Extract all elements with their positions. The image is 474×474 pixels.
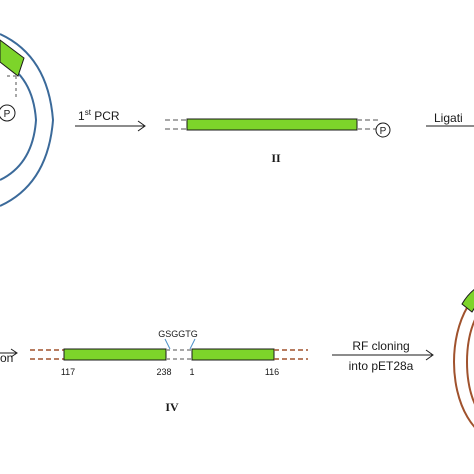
residue-117: 117 <box>61 367 75 377</box>
step-rf-cloning: RF cloning into pET28a <box>332 339 434 373</box>
plasmid-final <box>453 289 474 428</box>
step-1-suffix: PCR <box>91 109 120 123</box>
plasmid-i-outer-arc <box>0 33 55 207</box>
left-partial-label: on <box>0 351 13 365</box>
plasmid-final-inner <box>466 319 474 405</box>
product-iv-insert-right <box>191 348 275 361</box>
product-iv: GSGGTG 117 238 1 116 IV <box>30 329 308 414</box>
step-1-arrow-head <box>137 120 146 132</box>
ligation-label: Ligati <box>434 111 463 125</box>
rf-line-2: into pET28a <box>349 359 414 373</box>
step-left-partial: on <box>0 348 18 365</box>
product-ii-insert <box>186 118 358 131</box>
step-1-pcr: 1st PCR <box>75 108 146 132</box>
step-ligation: Ligati <box>426 111 474 127</box>
step-1-number: 1 <box>78 109 85 123</box>
phosphate-label-right: P <box>380 126 387 137</box>
product-ii: P II <box>165 118 391 165</box>
residue-238: 238 <box>156 367 171 377</box>
step-1-label: 1st PCR <box>78 108 120 123</box>
product-iv-insert-left <box>63 348 167 361</box>
residue-1: 1 <box>189 367 194 377</box>
left-arrow-head <box>10 348 18 358</box>
phosphate-label-left: P <box>4 109 11 120</box>
rf-line-1: RF cloning <box>352 339 409 353</box>
rf-arrow-head <box>425 349 434 361</box>
linker-callout-left <box>164 338 171 350</box>
roman-ii-label: II <box>271 151 281 165</box>
plasmid-i-insert <box>0 39 25 77</box>
linker-callout-right <box>189 338 196 350</box>
phosphate-icon-right <box>375 122 391 138</box>
plasmid-final-outer <box>453 296 474 428</box>
roman-iv-label: IV <box>165 400 179 414</box>
residue-116: 116 <box>265 367 279 377</box>
linker-sequence-label: GSGGTG <box>158 329 198 339</box>
step-1-sup: st <box>85 108 92 117</box>
plasmid-i: P <box>0 33 55 207</box>
phosphate-icon-left <box>0 104 16 122</box>
plasmid-final-insert <box>461 289 474 313</box>
